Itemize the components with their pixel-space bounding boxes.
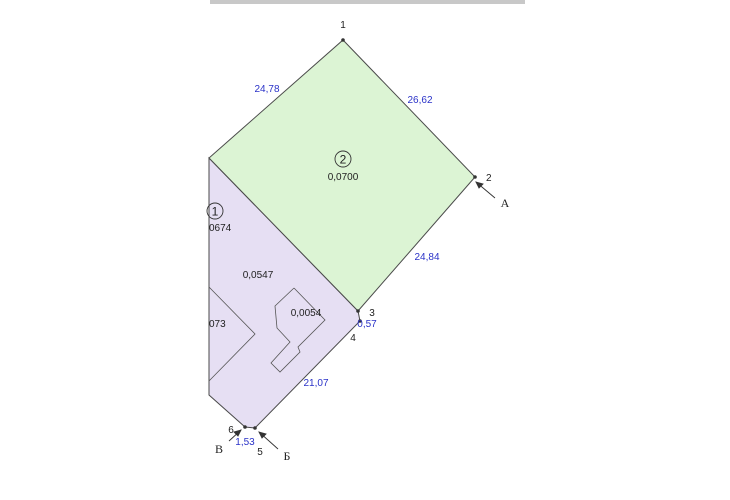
arrow-a-icon [475, 181, 496, 199]
parcel-1-area-label: 0674 [209, 223, 232, 234]
direction-letter-a: А [501, 196, 510, 210]
point-6-marker [243, 425, 247, 429]
parcel-2-area-label: 0,0700 [328, 172, 359, 183]
dimension-4-5: 21,07 [303, 378, 328, 389]
point-3-marker [356, 309, 360, 313]
header-text-blur [210, 0, 525, 4]
area-building-label: 0,0054 [291, 308, 322, 319]
arrow-b-icon [258, 431, 279, 450]
point-2-label: 2 [486, 173, 492, 184]
direction-letter-v: В [215, 442, 223, 456]
point-5-marker [253, 426, 257, 430]
parcel-2-number: 2 [340, 153, 347, 167]
point-6-label: 6 [228, 425, 234, 436]
direction-letter-b: Б [284, 449, 291, 463]
left-building-outline [208, 286, 256, 382]
point-2-marker [473, 175, 477, 179]
dimension-1-2: 26,62 [407, 95, 432, 106]
inner-building-outline [270, 287, 326, 373]
point-5-label: 5 [257, 447, 263, 458]
dimension-1-left: 24,78 [254, 84, 279, 95]
point-4-label: 4 [350, 333, 356, 344]
dimension-2-3: 24,84 [414, 252, 439, 263]
parcel-1-number: 1 [212, 205, 219, 219]
point-1-label: 1 [340, 20, 346, 31]
point-3-label: 3 [369, 308, 375, 319]
dimension-5-6: 1,53 [235, 437, 255, 448]
point-1-marker [341, 38, 345, 42]
point-4-marker [358, 319, 362, 323]
area-center-label: 0,0547 [243, 270, 274, 281]
parcel-2-number-circle [334, 150, 352, 168]
parcel-1-number-circle [206, 202, 224, 220]
dimension-3-4: 0,57 [357, 319, 377, 330]
arrow-v-icon [228, 429, 242, 442]
area-left-cut-label: 073 [209, 319, 226, 330]
